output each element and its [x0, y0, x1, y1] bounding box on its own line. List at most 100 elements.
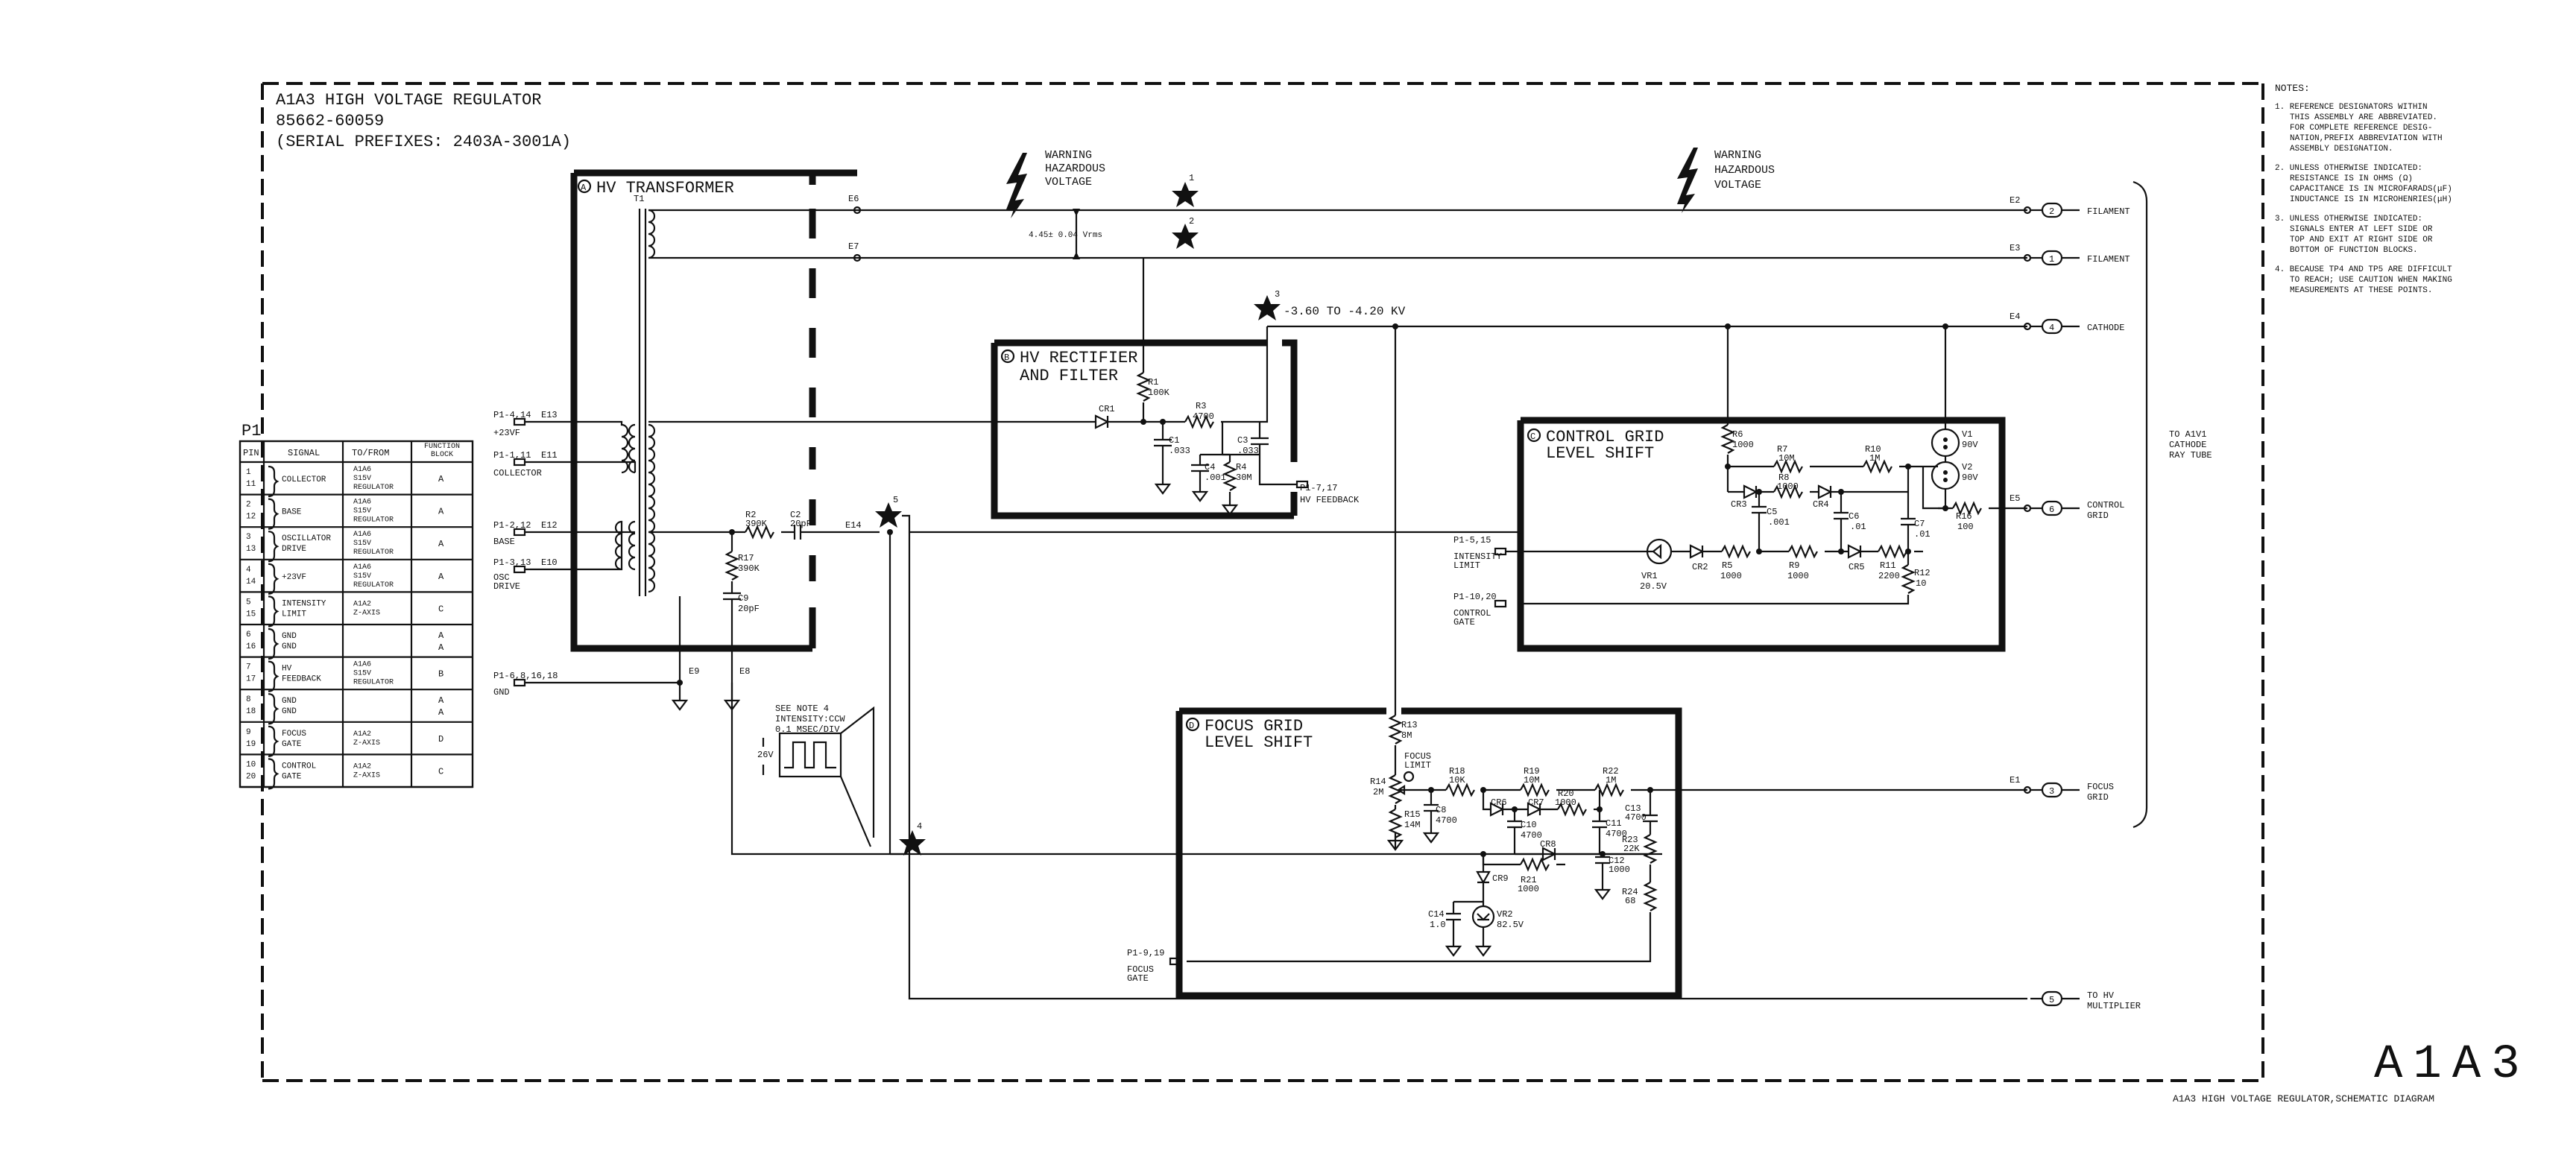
part-label: R23: [1622, 835, 1638, 845]
part-label: 20.5V: [1640, 581, 1667, 592]
table-to-from: S15V: [353, 540, 371, 548]
block-a-hv-transformer: A HV TRANSFORMER T1: [570, 169, 857, 652]
table-pin: 9: [246, 728, 251, 737]
table-pin: 17: [246, 675, 256, 684]
part-label: 2M: [1373, 787, 1383, 797]
table-pin: 19: [246, 740, 256, 749]
part-label: R5: [1722, 560, 1732, 571]
output-label: MULTIPLIER: [2087, 1001, 2141, 1011]
warning-text: VOLTAGE: [1045, 176, 1092, 189]
star-4-icon: [899, 830, 926, 856]
table-signal: BASE: [282, 508, 302, 517]
part-label: 30M: [1236, 472, 1252, 483]
output-label: GRID: [2087, 792, 2109, 803]
part-label: R22: [1603, 766, 1619, 777]
output-pin: 6: [2049, 505, 2054, 515]
part-label: 4700: [1606, 829, 1627, 839]
star-number: 2: [1189, 216, 1194, 227]
note-2-line: CAPACITANCE IS IN MICROFARADS(μF): [2290, 185, 2452, 194]
part-label: C12: [1609, 856, 1625, 866]
table-to-from: S15V: [353, 475, 371, 483]
table-block: A: [438, 507, 444, 517]
scope-voltage: 26V: [757, 750, 774, 760]
part-label: C13: [1625, 803, 1641, 814]
part-label: C6: [1849, 511, 1859, 522]
part-label: C8: [1436, 805, 1446, 815]
part-label: C1: [1169, 435, 1179, 446]
input-signal: GND: [493, 687, 510, 698]
table-signal: FEEDBACK: [282, 675, 321, 684]
input-signal: INTENSITY: [1453, 551, 1502, 562]
table-block: C: [438, 766, 443, 777]
table-signal: GND: [282, 697, 297, 706]
part-label: CR2: [1692, 562, 1708, 572]
table-to-from: A1A6: [353, 531, 371, 539]
star-number: 1: [1189, 173, 1194, 183]
table-to-from: A1A2: [353, 600, 371, 608]
part-label: 1000: [1609, 864, 1630, 875]
part-label: 390K: [745, 519, 768, 529]
input-signal: OSC: [493, 572, 510, 583]
table-to-from: REGULATOR: [353, 581, 394, 589]
part-label: 390K: [738, 563, 760, 574]
table-to-from: A1A2: [353, 730, 371, 739]
output-node: E2: [2010, 195, 2020, 206]
part-label: C11: [1606, 818, 1622, 829]
part-label: C2: [790, 510, 801, 520]
part-label: 1000: [1720, 571, 1742, 581]
block-d-focus-grid: D FOCUS GRID LEVEL SHIFT R13 8M R14 2M F…: [1127, 707, 1682, 999]
part-label: 8M: [1401, 730, 1412, 741]
table-signal: FOCUS: [282, 730, 306, 739]
input-signal: HV FEEDBACK: [1300, 495, 1360, 505]
output-label: FOCUS: [2087, 782, 2114, 792]
table-pin: 2: [246, 501, 251, 510]
table-block: A: [438, 630, 444, 641]
header-title: A1A3 HIGH VOLTAGE REGULATOR: [276, 91, 541, 110]
note-1-line: NATION,PREFIX ABBREVIATION WITH: [2290, 134, 2443, 143]
table-block: B: [438, 669, 443, 680]
part-label: .001: [1768, 517, 1790, 528]
output-label: FILAMENT: [2087, 206, 2130, 217]
star-number: 5: [893, 495, 898, 505]
part-label: R7: [1777, 444, 1787, 455]
table-pin: 20: [246, 772, 256, 781]
left-inputs: P1-4,14 E13 +23VF P1-1,11 E11 COLLECTOR …: [493, 410, 750, 711]
note-4-line: MEASUREMENTS AT THESE POINTS.: [2290, 286, 2432, 295]
block-b-title: AND FILTER: [1020, 367, 1118, 385]
part-label: .01: [1914, 529, 1931, 540]
part-label: R3: [1196, 401, 1206, 411]
block-b-hv-rectifier: B HV RECTIFIER AND FILTER R1 100K CR1 R3…: [648, 258, 1360, 519]
input-signal: FOCUS: [1127, 964, 1154, 975]
part-label: LIMIT: [1404, 760, 1431, 771]
part-label: .001: [1205, 472, 1226, 483]
input-ref: P1-7,17: [1300, 483, 1337, 493]
to-crt-label: TO A1V1: [2169, 429, 2206, 440]
table-header: TO/FROM: [352, 448, 389, 458]
table-to-from: REGULATOR: [353, 549, 394, 557]
input-node: E13: [541, 410, 558, 420]
note-2-line: 2. UNLESS OTHERWISE INDICATED:: [2275, 164, 2422, 173]
part-label: R4: [1236, 462, 1246, 472]
note-1-line: THIS ASSEMBLY ARE ABBREVIATED.: [2290, 113, 2437, 122]
table-pin: 10: [246, 760, 256, 769]
part-label: .01: [1850, 522, 1866, 532]
block-c-title: CONTROL GRID: [1546, 428, 1664, 446]
hv-voltage: -3.60 TO -4.20 KV: [1284, 305, 1406, 318]
note-3-line: SIGNALS ENTER AT LEFT SIDE OR: [2290, 225, 2433, 234]
part-label: R11: [1880, 560, 1896, 571]
input-signal: CONTROL: [1453, 608, 1491, 619]
t1-label: T1: [634, 194, 644, 204]
part-label: R17: [738, 553, 754, 563]
table-block: A: [438, 695, 444, 706]
block-b-title: HV RECTIFIER: [1020, 349, 1137, 367]
output-node: E3: [2010, 243, 2020, 253]
star-1-icon: [1172, 182, 1199, 207]
table-to-from: Z-AXIS: [353, 771, 380, 780]
part-label: 2200: [1878, 571, 1900, 581]
table-signal: GATE: [282, 740, 302, 749]
block-d-title: FOCUS GRID: [1205, 717, 1303, 736]
part-label: C14: [1428, 909, 1445, 920]
warning-text: WARNING: [1045, 149, 1092, 162]
input-signal: COLLECTOR: [493, 468, 542, 478]
table-pin: 13: [246, 545, 256, 554]
